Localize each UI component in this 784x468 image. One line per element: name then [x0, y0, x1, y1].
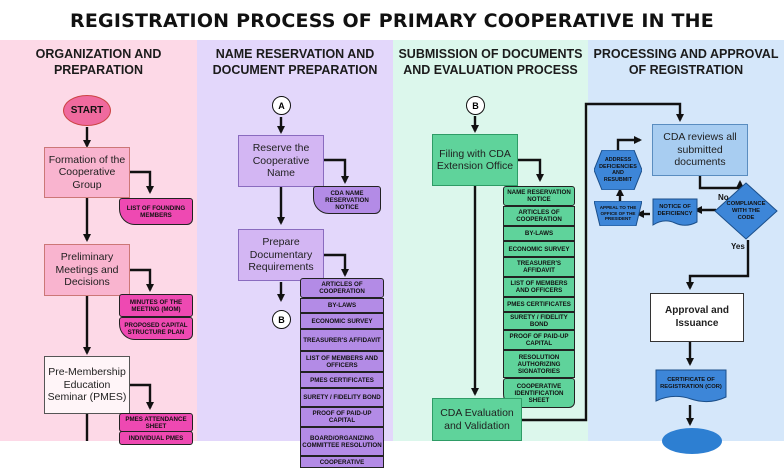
- doc-economic-survey: ECONOMIC SURVEY: [503, 241, 575, 257]
- step-pmes: Pre-Membership Education Seminar (PMES): [44, 356, 130, 414]
- step-cda-reviews: CDA reviews all submitted documents: [652, 124, 748, 176]
- address-deficiencies-label: ADDRESS DEFICIENCIES AND RESUBMIT: [599, 157, 637, 183]
- end-terminator: [662, 428, 722, 454]
- doc-proof-of-capital: PROOF OF PAID-UP CAPITAL: [300, 407, 384, 427]
- doc-cooperative: COOPERATIVE: [300, 456, 384, 468]
- notice-of-deficiency-label: NOTICE OF DEFICIENCY: [657, 204, 693, 217]
- doc-pmes-certificates: PMES CERTIFICATES: [503, 297, 575, 312]
- doc-resolution-signatories: RESOLUTION AUTHORIZING SIGNATORIES: [503, 350, 575, 378]
- doc-treasurers-affidavit: TREASURER'S AFFIDAVIT: [503, 257, 575, 277]
- doc-minutes-of-meeting: MINUTES OF THE MEETING (MOM): [119, 294, 193, 317]
- decision-yes-label: Yes: [731, 242, 745, 251]
- connector-b: B: [466, 96, 485, 115]
- doc-treasurers-affidavit: TREASURER'S AFFIDAVIT: [300, 329, 384, 351]
- appeal-shape: APPEAL TO THE OFFICE OF THE PRESIDENT: [594, 201, 642, 226]
- doc-pmes-certificates: PMES CERTIFICATES: [300, 372, 384, 388]
- address-deficiencies-shape: ADDRESS DEFICIENCIES AND RESUBMIT: [594, 150, 642, 190]
- doc-name-reservation-notice: NAME RESERVATION NOTICE: [503, 186, 575, 206]
- compliance-decision-label: COMPLIANCE WITH THE CODE: [726, 200, 766, 221]
- flow-arrows: [83, 102, 750, 441]
- doc-proof-of-capital: PROOF OF PAID-UP CAPITAL: [503, 330, 575, 350]
- notice-of-deficiency-shape: NOTICE OF DEFICIENCY: [652, 198, 698, 228]
- doc-list-of-members: LIST OF MEMBERS AND OFFICERS: [300, 351, 384, 372]
- doc-by-laws: BY-LAWS: [503, 226, 575, 241]
- doc-board-resolution: BOARD/ORGANIZING COMMITTEE RESOLUTION: [300, 427, 384, 456]
- doc-list-of-members: LIST OF MEMBERS AND OFFICERS: [503, 277, 575, 297]
- step-reserve-name: Reserve the Cooperative Name: [238, 135, 324, 187]
- doc-individual-pmes: INDIVIDUAL PMES: [119, 431, 193, 445]
- lane3-doc-stack: NAME RESERVATION NOTICE ARTICLES OF COOP…: [503, 186, 575, 408]
- certificate-label: CERTIFICATE OF REGISTRATION (COR): [660, 377, 722, 390]
- appeal-label: APPEAL TO THE OFFICE OF THE PRESIDENT: [599, 205, 637, 222]
- connector-a: A: [272, 96, 291, 115]
- lane2-doc-stack: ARTICLES OF COOPERATION BY-LAWS ECONOMIC…: [300, 278, 384, 468]
- doc-list-of-founding-members: LIST OF FOUNDING MEMBERS: [119, 198, 193, 225]
- doc-articles-of-cooperation: ARTICLES OF COOPERATION: [300, 278, 384, 298]
- step-prepare-requirements: Prepare Documentary Requirements: [238, 229, 324, 281]
- doc-surety-bond: SURETY / FIDELITY BOND: [503, 312, 575, 330]
- doc-pmes-attendance: PMES ATTENDANCE SHEET: [119, 413, 193, 432]
- step-approval-issuance: Approval and Issuance: [650, 293, 744, 342]
- step-filing-cda: Filing with CDA Extension Office: [432, 134, 518, 186]
- doc-proposed-capital-plan: PROPOSED CAPITAL STRUCTURE PLAN: [119, 317, 193, 340]
- step-cda-evaluation: CDA Evaluation and Validation: [432, 398, 522, 441]
- compliance-decision: COMPLIANCE WITH THE CODE: [714, 182, 778, 240]
- doc-articles-of-cooperation: ARTICLES OF COOPERATION: [503, 206, 575, 226]
- doc-cda-name-reservation-notice: CDA NAME RESERVATION NOTICE: [313, 186, 381, 214]
- doc-surety-bond: SURETY / FIDELITY BOND: [300, 388, 384, 407]
- step-preliminary-meetings: Preliminary Meetings and Decisions: [44, 244, 130, 296]
- start-terminator: START: [63, 95, 111, 126]
- connector-b: B: [272, 310, 291, 329]
- doc-by-laws: BY-LAWS: [300, 298, 384, 313]
- doc-economic-survey: ECONOMIC SURVEY: [300, 313, 384, 329]
- certificate-of-registration: CERTIFICATE OF REGISTRATION (COR): [655, 369, 727, 405]
- decision-no-label: No: [718, 193, 729, 202]
- step-formation: Formation of the Cooperative Group: [44, 147, 130, 198]
